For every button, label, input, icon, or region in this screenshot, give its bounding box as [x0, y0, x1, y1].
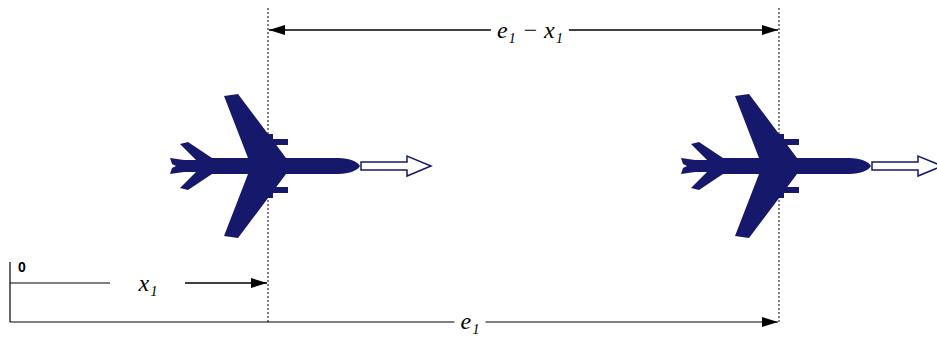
axis-line	[10, 282, 110, 283]
motion-arrow	[872, 156, 937, 176]
motion-arrow	[361, 156, 431, 176]
airplane	[681, 94, 871, 238]
airplane	[170, 94, 360, 238]
dimension-label: e₁ − x₁	[491, 17, 569, 43]
axis-line	[9, 262, 10, 322]
dimension-arrow	[185, 282, 267, 284]
origin-label: 0	[18, 260, 26, 275]
dimension-label: e₁	[455, 308, 486, 334]
dimension-label: x₁	[133, 270, 164, 296]
dimension-arrow	[10, 321, 778, 322]
